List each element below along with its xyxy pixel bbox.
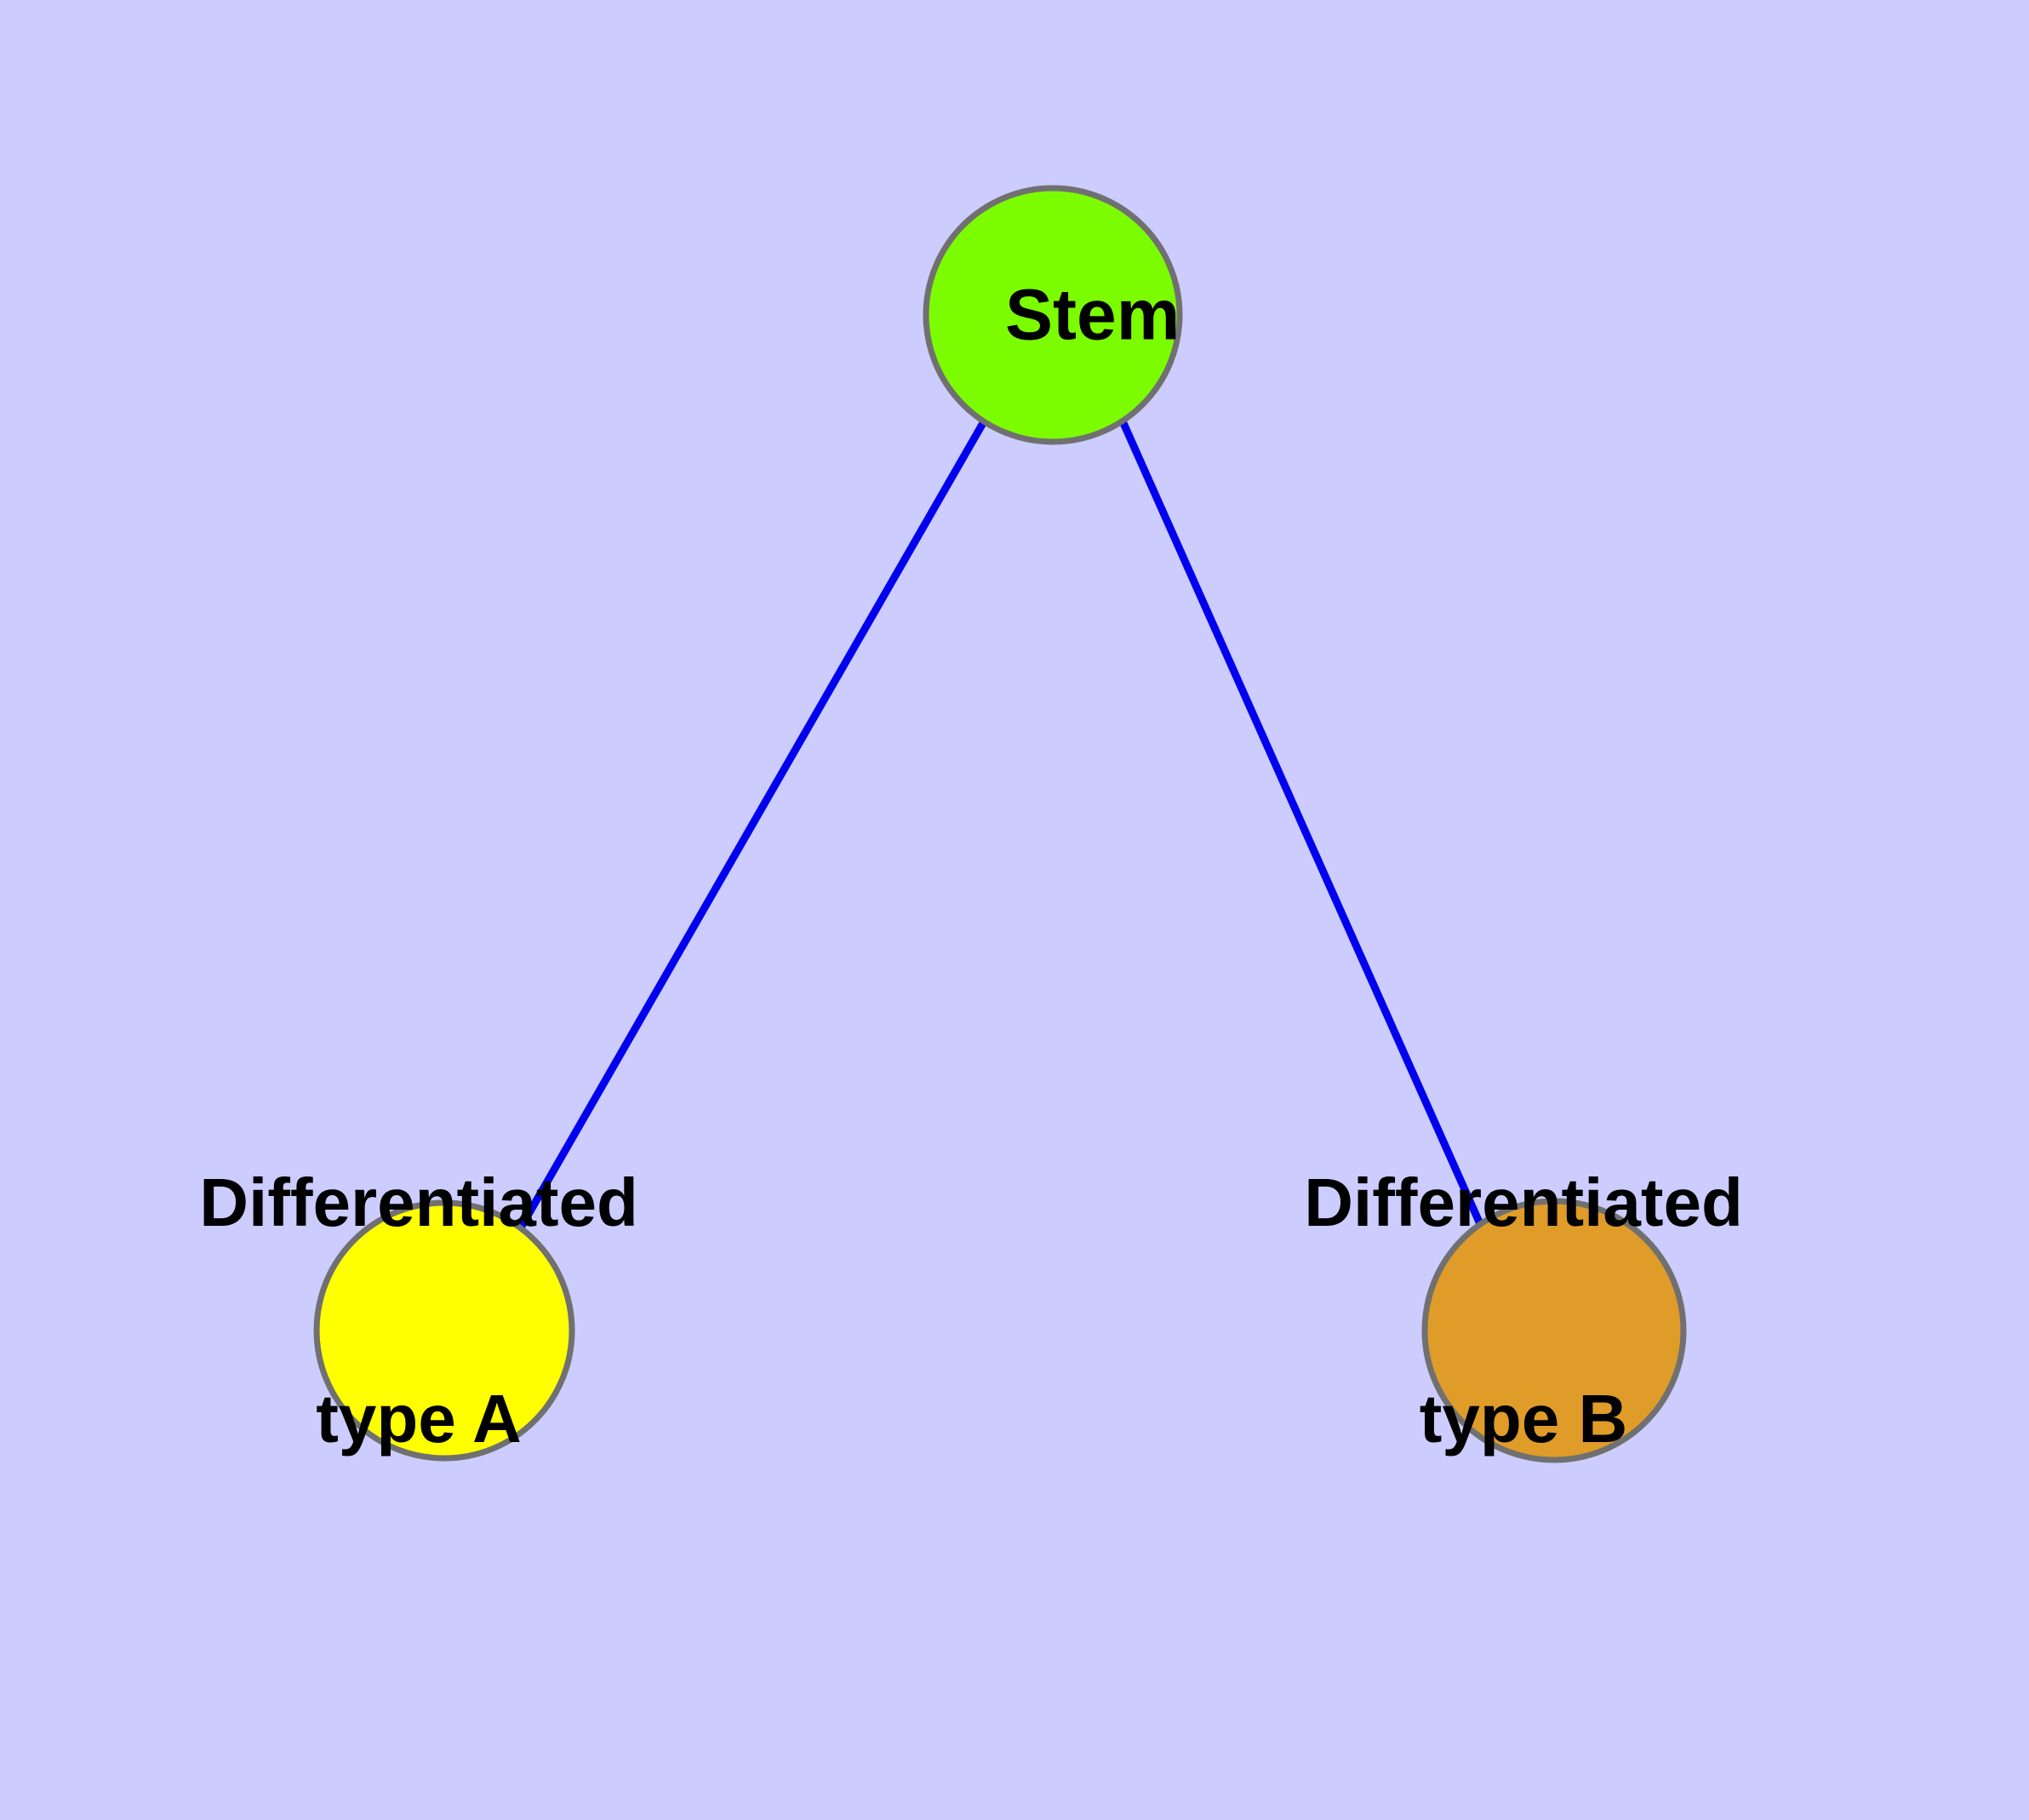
edge-stem-to-diff-a[interactable] (517, 421, 986, 1230)
node-differentiated-type-b[interactable] (1421, 1198, 1687, 1463)
edge-layer (517, 421, 1485, 1230)
node-differentiated-type-a[interactable] (313, 1199, 575, 1462)
node-stem[interactable] (923, 185, 1183, 445)
edge-stem-to-diff-b[interactable] (1119, 421, 1485, 1228)
node-layer (313, 185, 1687, 1463)
